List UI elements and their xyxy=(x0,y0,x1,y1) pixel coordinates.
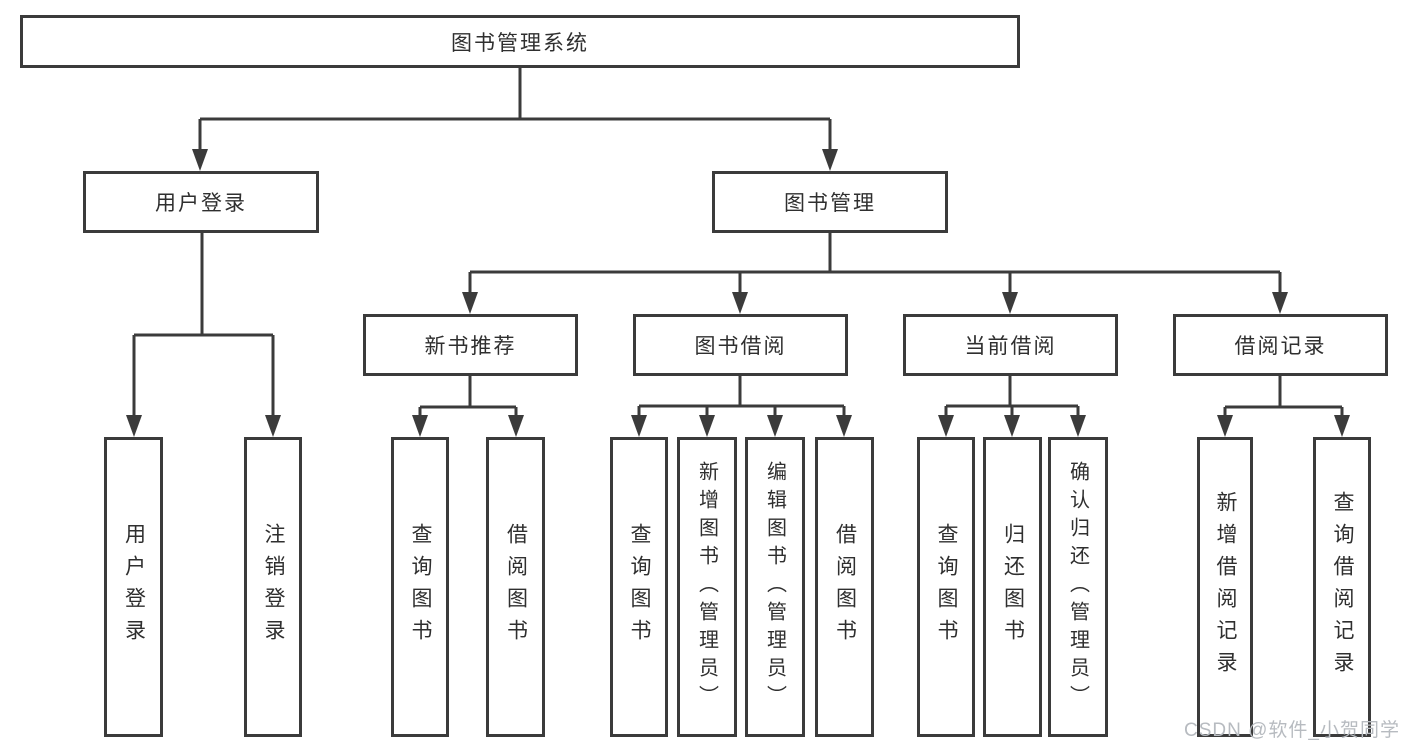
leaf-user-login: 用户登录 xyxy=(104,437,163,737)
node-label: 查询图书 xyxy=(935,523,958,651)
leaf-query-books-current: 查询图书 xyxy=(917,437,975,737)
node-label: 借阅图书 xyxy=(833,523,857,651)
node-current-borrow: 当前借阅 xyxy=(903,314,1118,376)
node-label: 图书借阅 xyxy=(694,335,787,358)
leaf-add-books-admin: 新增图书（管理员） xyxy=(677,437,737,737)
leaf-borrow-books: 借阅图书 xyxy=(815,437,874,737)
node-new-book-recommend: 新书推荐 xyxy=(363,314,578,376)
node-label: 图书管理系统 xyxy=(451,31,589,55)
leaf-query-borrow-record: 查询借阅记录 xyxy=(1313,437,1371,737)
node-label: 确认归还（管理员） xyxy=(1066,461,1089,713)
node-borrow-records: 借阅记录 xyxy=(1173,314,1388,376)
node-library-system: 图书管理系统 xyxy=(20,15,1020,68)
leaf-confirm-return-admin: 确认归还（管理员） xyxy=(1048,437,1108,737)
leaf-edit-books-admin: 编辑图书（管理员） xyxy=(745,437,805,737)
node-book-management: 图书管理 xyxy=(712,171,948,233)
leaf-borrow-books-recommend: 借阅图书 xyxy=(486,437,545,737)
node-label: 新增借阅记录 xyxy=(1214,491,1237,683)
node-label: 归还图书 xyxy=(1001,523,1025,651)
node-label: 图书管理 xyxy=(784,192,876,215)
node-label: 用户登录 xyxy=(155,192,247,215)
leaf-query-books-recommend: 查询图书 xyxy=(391,437,449,737)
watermark-text: CSDN @软件_小贺同学 xyxy=(1184,720,1400,741)
node-label: 查询图书 xyxy=(409,523,432,651)
node-label: 借阅图书 xyxy=(504,523,528,651)
node-label: 新增图书（管理员） xyxy=(695,461,718,713)
leaf-query-books-borrow: 查询图书 xyxy=(610,437,668,737)
node-label: 查询借阅记录 xyxy=(1331,491,1354,683)
leaf-return-books: 归还图书 xyxy=(983,437,1042,737)
node-user-login: 用户登录 xyxy=(83,171,319,233)
node-label: 注销登录 xyxy=(262,523,285,651)
node-label: 当前借阅 xyxy=(964,335,1057,358)
node-label: 借阅记录 xyxy=(1234,335,1327,358)
node-label: 编辑图书（管理员） xyxy=(763,461,786,713)
leaf-add-borrow-record: 新增借阅记录 xyxy=(1197,437,1253,737)
node-book-borrow: 图书借阅 xyxy=(633,314,848,376)
node-label: 用户登录 xyxy=(122,523,146,651)
leaf-logout-login: 注销登录 xyxy=(244,437,302,737)
node-label: 查询图书 xyxy=(628,523,651,651)
node-label: 新书推荐 xyxy=(424,335,517,358)
